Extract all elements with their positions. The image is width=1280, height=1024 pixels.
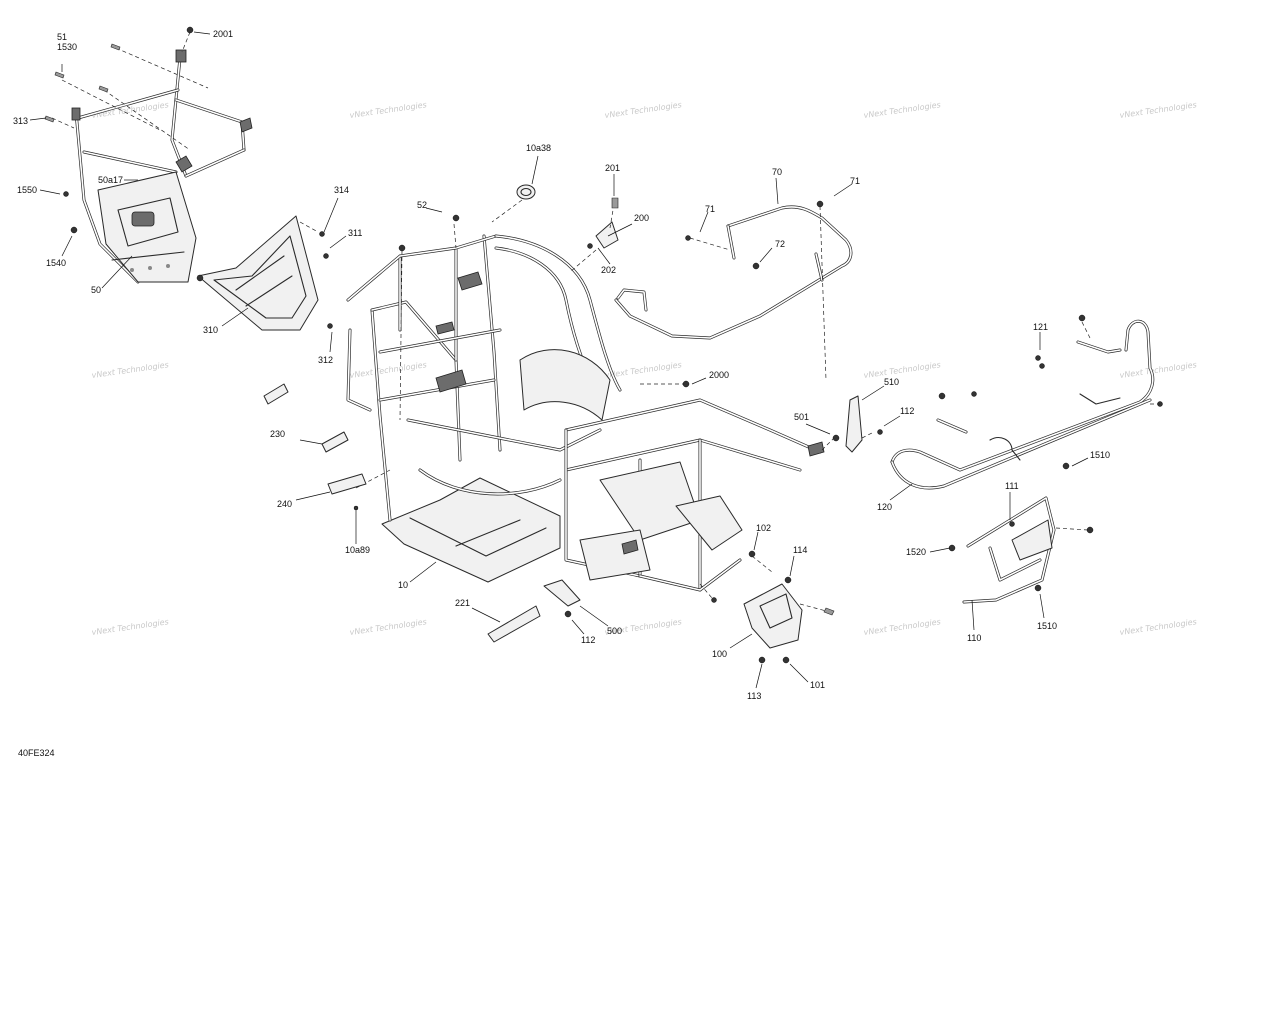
figure-code: 40FE324 xyxy=(18,748,55,758)
callout-313: 313 xyxy=(13,116,28,126)
watermark: vNext Technologies xyxy=(863,617,941,637)
callout-114: 114 xyxy=(793,545,807,555)
callout-202: 202 xyxy=(601,265,616,275)
callout-10: 10 xyxy=(398,580,408,590)
bracket-510 xyxy=(845,395,863,453)
callout-50: 50 xyxy=(91,285,101,295)
reflector-230 xyxy=(263,383,349,453)
watermark: vNext Technologies xyxy=(863,360,941,380)
callout-200: 200 xyxy=(634,213,649,223)
watermark: vNext Technologies xyxy=(91,617,169,637)
callout-1510-top: 1510 xyxy=(1090,450,1110,460)
bracket-200 xyxy=(587,197,619,249)
watermark: vNext Technologies xyxy=(604,100,682,120)
callout-314: 314 xyxy=(334,185,349,195)
main-chassis-frame-10 xyxy=(346,199,883,592)
callout-2000: 2000 xyxy=(709,370,729,380)
callout-10a89: 10a89 xyxy=(345,545,370,555)
callout-112-right: 112 xyxy=(900,406,914,416)
callout-121: 121 xyxy=(1033,322,1048,332)
front-bumper-120 xyxy=(890,314,1163,490)
callout-113: 113 xyxy=(747,691,761,701)
callout-120: 120 xyxy=(877,502,892,512)
watermark: vNext Technologies xyxy=(349,360,427,380)
bracket-500 xyxy=(543,579,581,618)
watermark: vNext Technologies xyxy=(349,617,427,637)
callout-1550: 1550 xyxy=(17,185,37,195)
rear-rack-70 xyxy=(614,200,853,381)
watermark: vNext Technologies xyxy=(349,100,427,120)
callout-240: 240 xyxy=(277,499,292,509)
leader-lines xyxy=(29,31,1089,689)
callout-51: 51 xyxy=(57,32,67,42)
callout-501: 501 xyxy=(794,412,809,422)
watermark: vNext Technologies xyxy=(1119,617,1197,637)
watermark: vNext Technologies xyxy=(1119,360,1197,380)
front-upper-frame-50 xyxy=(44,26,253,284)
callout-1530: 1530 xyxy=(57,42,77,52)
callout-221: 221 xyxy=(455,598,470,608)
callout-10a38: 10a38 xyxy=(526,143,551,153)
callout-1540: 1540 xyxy=(46,258,66,268)
side-panel-310 xyxy=(196,215,333,331)
callout-1520: 1520 xyxy=(906,547,926,557)
callout-112-bottom: 112 xyxy=(581,635,595,645)
callout-111: 111 xyxy=(1005,481,1019,491)
callout-70: 70 xyxy=(772,167,782,177)
front-lower-bracket-110 xyxy=(948,496,1094,604)
callout-2001: 2001 xyxy=(213,29,233,39)
watermark: vNext Technologies xyxy=(91,360,169,380)
callout-500: 500 xyxy=(607,626,622,636)
skid-bracket-100 xyxy=(699,550,835,664)
bracket-221 xyxy=(487,605,541,643)
grommet-10a38 xyxy=(516,184,536,200)
callout-100: 100 xyxy=(712,649,727,659)
callout-1510-bottom: 1510 xyxy=(1037,621,1057,631)
callout-110: 110 xyxy=(967,633,981,643)
callout-labels: 51 1530 2001 313 50a17 1550 1540 50 314 … xyxy=(13,29,1110,701)
callout-311: 311 xyxy=(348,228,362,238)
callout-510: 510 xyxy=(884,377,899,387)
callout-72: 72 xyxy=(775,239,785,249)
callout-52: 52 xyxy=(417,200,427,210)
callout-201: 201 xyxy=(605,163,620,173)
callout-71-right: 71 xyxy=(850,176,860,186)
callout-312: 312 xyxy=(318,355,333,365)
watermark: vNext Technologies xyxy=(863,100,941,120)
callout-101: 101 xyxy=(810,680,825,690)
watermark: vNext Technologies xyxy=(604,360,682,380)
callout-71-left: 71 xyxy=(705,204,715,214)
callout-230: 230 xyxy=(270,429,285,439)
callout-310: 310 xyxy=(203,325,218,335)
reflector-240 xyxy=(327,473,367,495)
callout-102: 102 xyxy=(756,523,771,533)
watermark: vNext Technologies xyxy=(1119,100,1197,120)
callout-50a17: 50a17 xyxy=(98,175,123,185)
